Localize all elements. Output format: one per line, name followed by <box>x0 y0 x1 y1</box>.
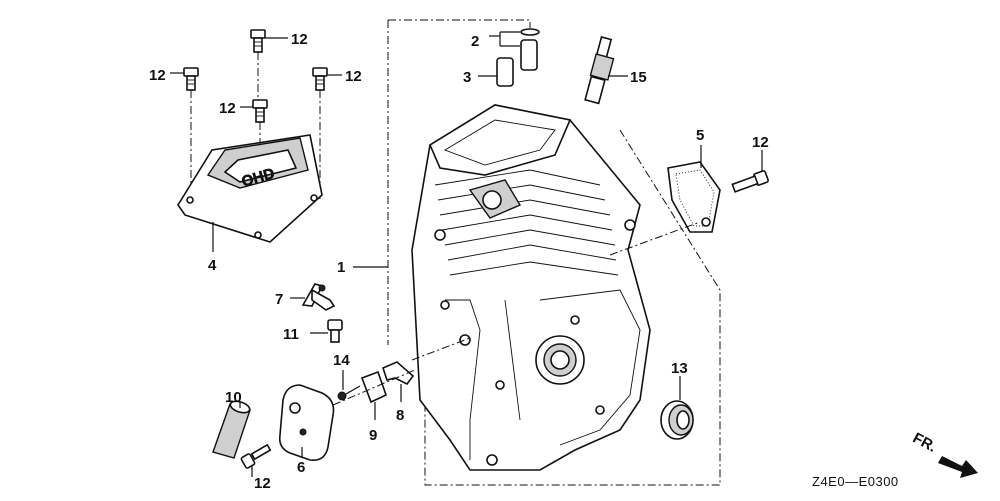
bolt-gasket <box>731 150 769 193</box>
callout-7: 7 <box>275 291 283 308</box>
dowel-pins <box>478 28 540 87</box>
callout-12-right: 12 <box>345 68 362 85</box>
callout-2: 2 <box>471 33 479 50</box>
callout-8: 8 <box>396 407 404 424</box>
bolt-left <box>170 67 199 195</box>
bolt-small <box>310 319 343 343</box>
callout-15: 15 <box>630 69 647 86</box>
cylinder-block <box>332 19 721 486</box>
callout-12-top: 12 <box>291 31 308 48</box>
callout-12-bottom: 12 <box>254 475 271 492</box>
bolt-lower <box>240 443 272 477</box>
oil-seal <box>660 376 694 440</box>
callout-9: 9 <box>369 427 377 444</box>
breather-plate <box>290 283 336 311</box>
small-screw <box>337 370 361 401</box>
callout-1: 1 <box>337 259 345 276</box>
callout-14: 14 <box>333 352 350 369</box>
spark-plug <box>584 36 628 105</box>
callout-4: 4 <box>208 257 217 274</box>
head-cover: OHD <box>177 134 323 252</box>
callout-3: 3 <box>463 69 471 86</box>
callout-12-left: 12 <box>149 67 166 84</box>
side-cover-plate <box>278 384 335 462</box>
breather-tube <box>212 400 251 459</box>
bracket-8 <box>382 361 415 402</box>
diagram-code: Z4E0—E0300 <box>812 474 899 489</box>
callout-6: 6 <box>297 459 305 476</box>
callout-13: 13 <box>671 360 688 377</box>
plate-9 <box>360 370 387 420</box>
breather-gasket <box>667 145 721 233</box>
front-arrow-label: FR. <box>910 429 939 455</box>
callout-12-filter: 12 <box>752 134 769 151</box>
callout-11: 11 <box>283 326 299 343</box>
callout-10: 10 <box>225 389 242 406</box>
callout-5: 5 <box>696 127 704 144</box>
bolt-top <box>250 29 288 100</box>
bolt-mid <box>240 99 268 235</box>
front-arrow: FR. <box>910 429 978 478</box>
callout-12-mid: 12 <box>219 100 236 117</box>
